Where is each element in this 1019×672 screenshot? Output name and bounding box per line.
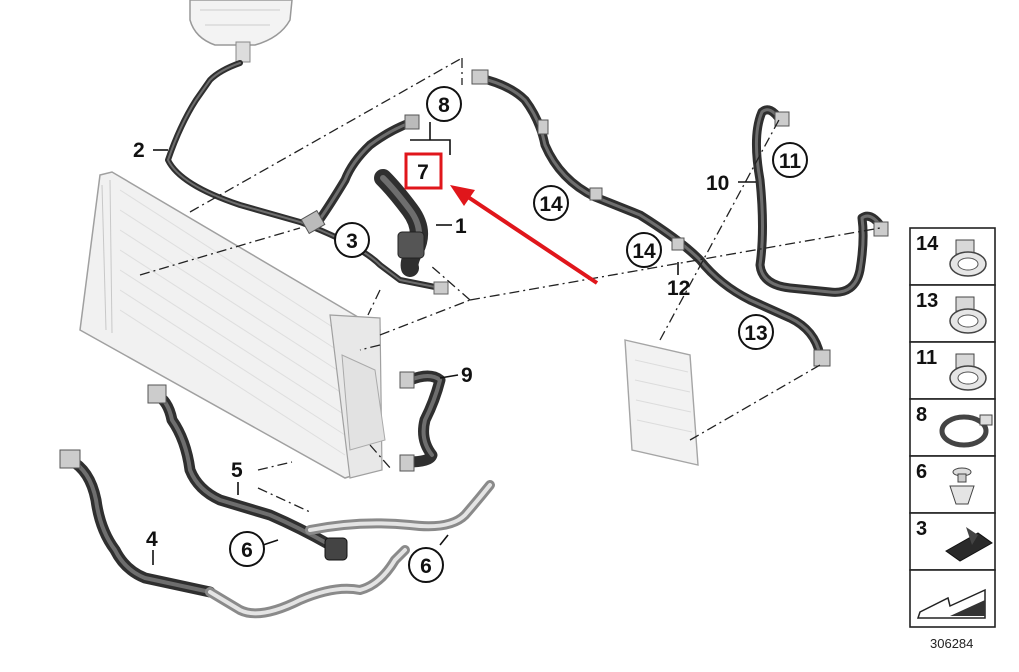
legend-item: 6 (909, 455, 996, 514)
callout-13-group: 13 (738, 314, 774, 350)
push-rivet-icon (949, 467, 975, 505)
parts-legend: 14 13 11 8 6 3 (909, 227, 996, 628)
hose-3 (300, 114, 420, 235)
legend-item (909, 569, 996, 628)
callout-11: 11 (779, 150, 802, 173)
legend-item: 3 (909, 512, 996, 571)
callout-4: 4 (146, 528, 158, 551)
hose-9 (399, 370, 446, 472)
expansion-tank (189, 0, 293, 63)
red-arrow-head (450, 185, 475, 206)
callout-14b: 14 (632, 240, 656, 263)
callout-10: 10 (706, 172, 729, 195)
callout-14b-group: 14 (626, 232, 662, 268)
hose-1 (374, 169, 428, 277)
callout-6a-group: 6 (229, 531, 265, 567)
hose-4 (59, 449, 216, 598)
highlight-box (404, 152, 443, 190)
legend-number: 11 (916, 347, 937, 369)
hose-clamp-icon (949, 353, 987, 391)
legend-item: 11 (909, 341, 996, 400)
legend-number: 13 (916, 290, 938, 312)
legend-box (909, 227, 996, 286)
arrow-direction-icon (916, 588, 986, 619)
radiator (79, 171, 386, 479)
callout-2: 2 (133, 139, 145, 162)
callout-6b: 6 (420, 555, 432, 578)
leader-lines (152, 122, 756, 565)
legend-number: 3 (916, 518, 927, 540)
callout-12: 12 (667, 277, 690, 300)
hose-5 (147, 384, 348, 561)
band-clamp-icon (939, 414, 993, 448)
hose-clamp-icon (949, 239, 987, 277)
legend-number: 14 (916, 233, 939, 255)
callout-8: 8 (438, 94, 450, 117)
legend-item: 14 (909, 227, 996, 286)
callout-11-group: 11 (772, 142, 808, 178)
assembly-lines (139, 57, 881, 513)
highlight-7: 7 (404, 152, 599, 285)
red-arrow (460, 191, 599, 285)
callout-5: 5 (231, 459, 243, 482)
legend-box (909, 398, 996, 457)
legend-number: 8 (916, 404, 927, 426)
callout-9: 9 (461, 364, 473, 387)
reference-number: 306284 (930, 636, 973, 651)
callout-8-group: 8 (426, 86, 462, 122)
callout-3-group: 3 (334, 222, 370, 258)
callout-6a: 6 (241, 539, 253, 562)
callout-13: 13 (744, 322, 767, 345)
callout-14a-group: 14 (533, 185, 569, 221)
hose-clamp-icon (949, 296, 987, 334)
callout-7: 7 (417, 161, 429, 184)
legend-item: 13 (909, 284, 996, 343)
callout-6b-group: 6 (408, 547, 444, 583)
auxiliary-cooler (624, 339, 699, 466)
callout-1: 1 (455, 215, 467, 238)
clip-icon (945, 527, 993, 562)
pipe-6 (205, 480, 495, 619)
legend-number: 6 (916, 461, 927, 483)
hose-10 (751, 105, 889, 297)
hose-12-14 (471, 69, 831, 367)
callout-3: 3 (346, 230, 358, 253)
callout-14a: 14 (539, 193, 563, 216)
legend-item: 8 (909, 398, 996, 457)
